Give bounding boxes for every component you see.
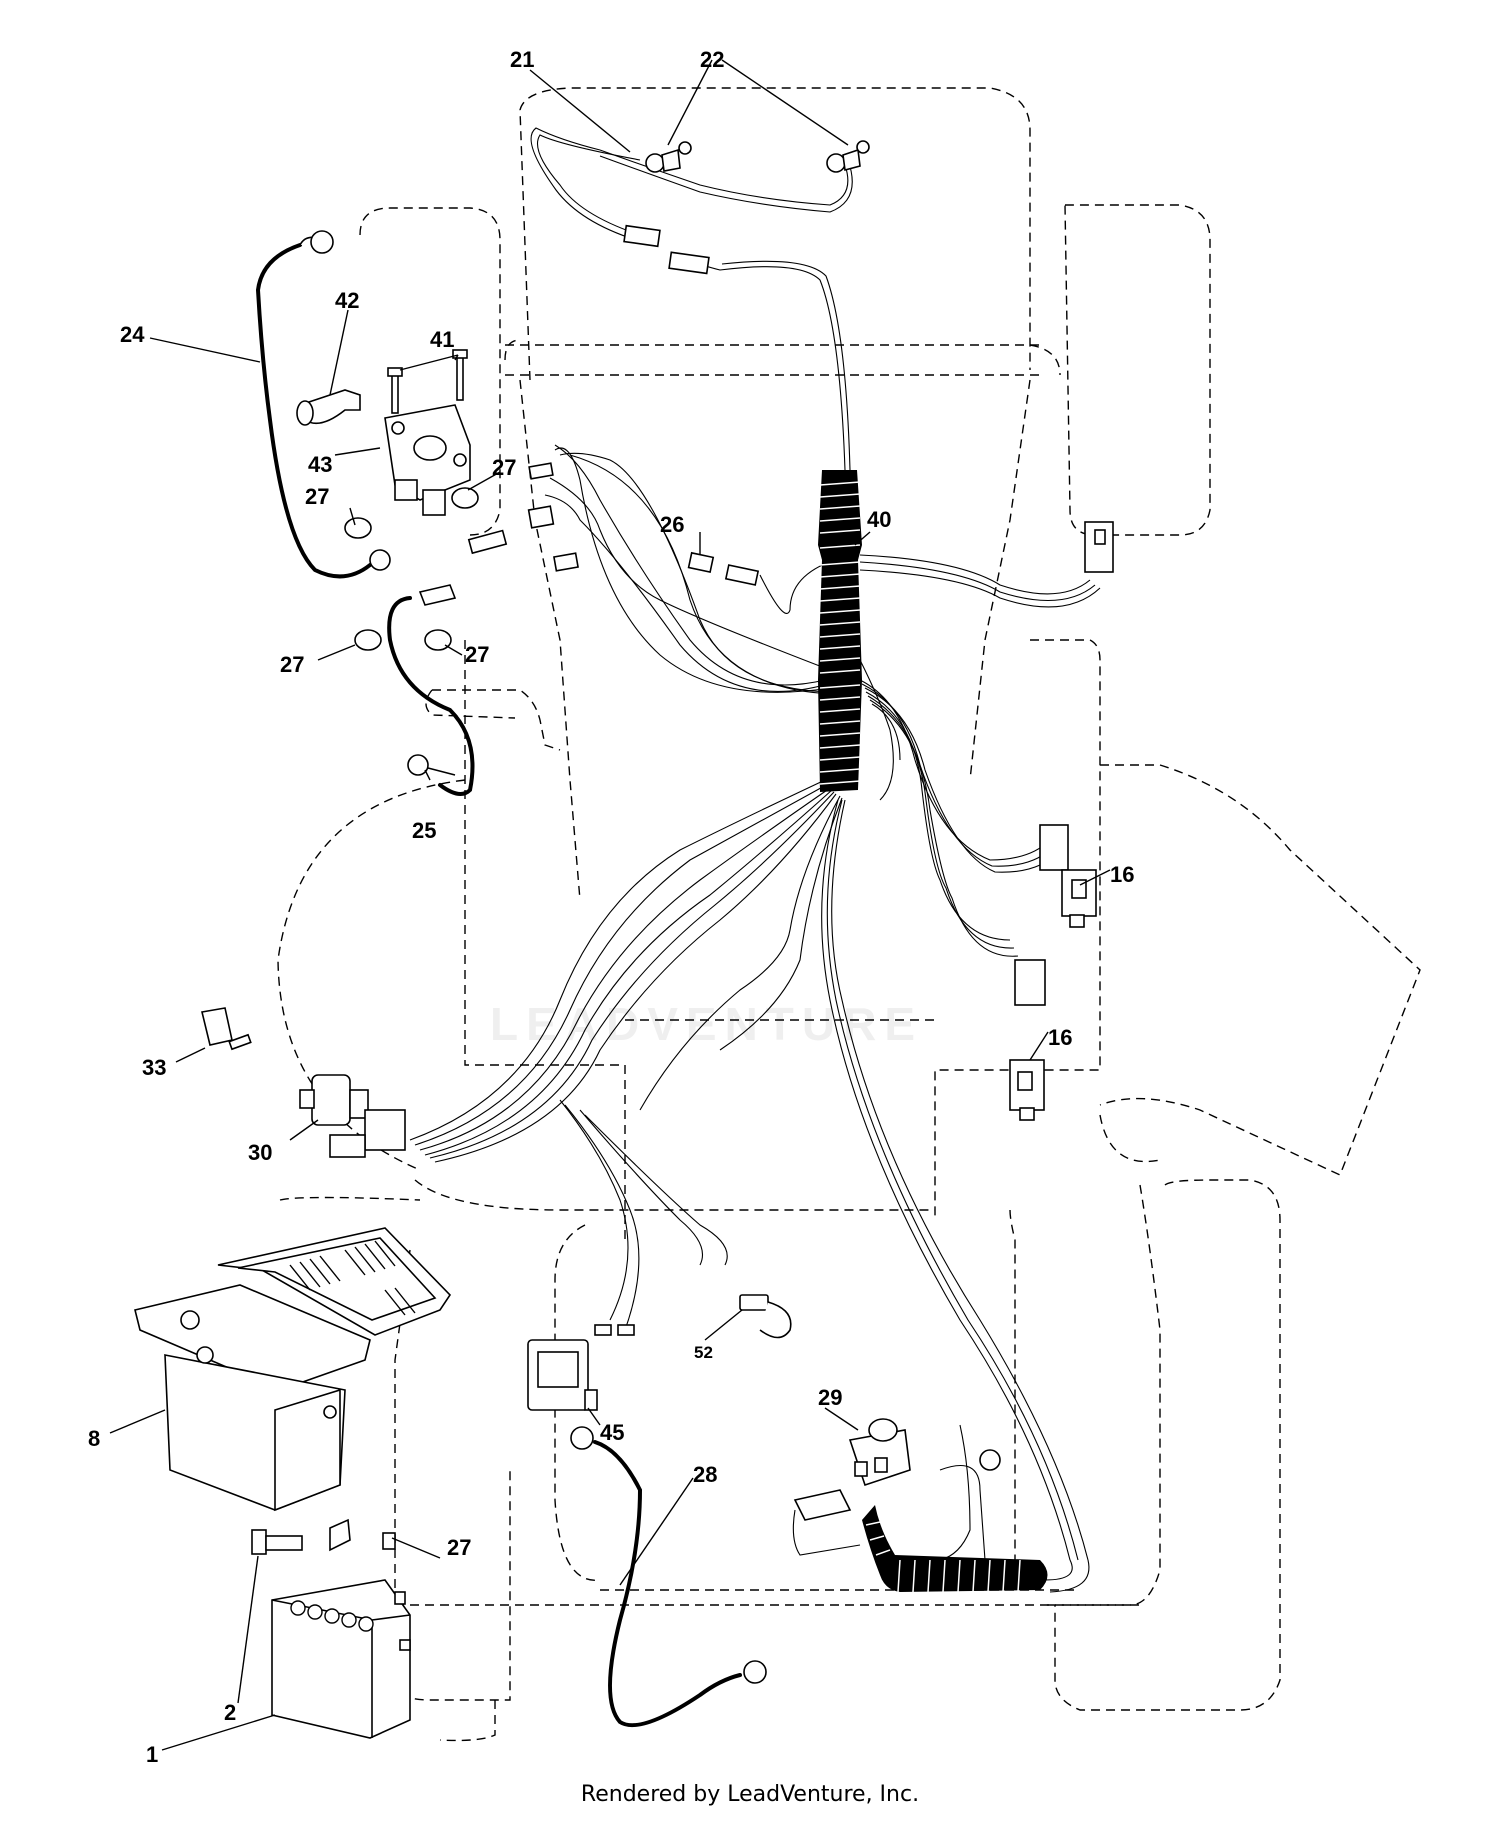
headlight-right	[826, 140, 870, 173]
battery	[271, 1579, 411, 1739]
callout-40: 40	[867, 507, 891, 532]
solenoid-bolts	[387, 349, 468, 414]
callout-2: 2	[224, 1700, 236, 1725]
fuse-holder	[687, 551, 760, 586]
callout-16b: 16	[1048, 1025, 1072, 1050]
callout-45: 45	[600, 1420, 624, 1445]
battery-cable-positive	[387, 584, 475, 796]
seat-switch	[848, 1418, 911, 1487]
callout-22: 22	[700, 47, 724, 72]
battery-box	[134, 1227, 452, 1512]
battery-bolt	[251, 1518, 396, 1555]
ignition-key	[201, 1007, 252, 1051]
callout-24: 24	[120, 322, 145, 347]
callout-43: 43	[308, 452, 332, 477]
callout-21: 21	[510, 47, 534, 72]
interlock-switch-lower	[1009, 959, 1046, 1121]
headlight-left	[645, 141, 692, 173]
wiring-harness	[409, 127, 1101, 1593]
harness-terminals	[467, 462, 579, 572]
callout-8: 8	[88, 1426, 100, 1451]
ground-cable	[570, 1426, 767, 1728]
seat-switch-connector	[792, 1449, 1001, 1556]
callouts: 21 22 24 42 41 43 27 27 27 27 25 26 40 1…	[88, 47, 1134, 1767]
callout-29: 29	[818, 1385, 842, 1410]
headlight-connector	[623, 224, 710, 275]
footer-credit: Rendered by LeadVenture, Inc.	[580, 1782, 920, 1807]
watermark: LEADVENTURE	[490, 998, 923, 1050]
hex-nuts	[344, 487, 479, 651]
hour-meter	[527, 1324, 635, 1411]
terminal-boot	[296, 389, 361, 426]
callout-28: 28	[693, 1462, 717, 1487]
leader-lines	[109, 59, 1111, 1751]
callout-16a: 16	[1110, 862, 1134, 887]
callout-26: 26	[660, 512, 684, 537]
starter-solenoid	[384, 404, 471, 516]
interlock-switch-upper	[1039, 824, 1097, 928]
callout-27d: 27	[465, 642, 489, 667]
callout-52: 52	[694, 1343, 713, 1362]
callout-27c: 27	[280, 652, 304, 677]
harness-coil	[818, 470, 862, 792]
callout-33: 33	[142, 1055, 166, 1080]
callout-27e: 27	[447, 1535, 471, 1560]
ignition-switch	[299, 1074, 406, 1158]
callout-30: 30	[248, 1140, 272, 1165]
pto-connector	[1084, 521, 1114, 573]
harness-connector-52	[739, 1294, 792, 1339]
callout-27a: 27	[492, 455, 516, 480]
callout-27b: 27	[305, 484, 329, 509]
callout-1: 1	[146, 1742, 158, 1767]
callout-25: 25	[412, 818, 436, 843]
seat-switch-coil	[862, 1505, 1048, 1593]
callout-41: 41	[430, 327, 454, 352]
battery-cable-ground	[255, 230, 391, 579]
callout-42: 42	[335, 288, 359, 313]
